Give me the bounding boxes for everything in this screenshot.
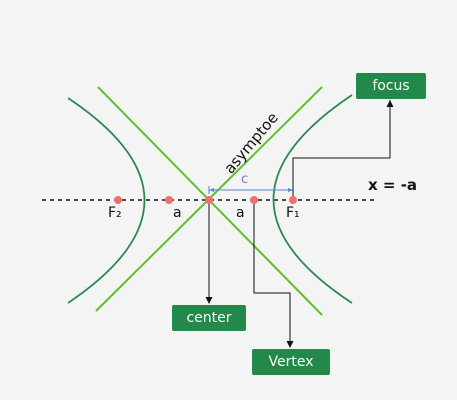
center-callout: center [172, 305, 246, 331]
focus-f2-label: F₂ [108, 205, 122, 221]
center-leader-arrow [205, 297, 213, 304]
focus-leader-line [292, 100, 391, 200]
focus-callout: focus [356, 73, 426, 99]
vertex-right-point [250, 196, 258, 204]
hyperbola-right-branch [272, 94, 353, 304]
c-arrow-right [288, 188, 293, 192]
center-point [205, 196, 213, 204]
vertex-callout: Vertex [252, 349, 330, 375]
c-arrow-left [209, 188, 214, 192]
c-distance-label: c [241, 172, 249, 187]
focus-f1-label: F₁ [286, 205, 300, 221]
hyperbola-left-branch [67, 97, 146, 304]
vertex-leader-arrow [286, 341, 294, 348]
focus-f2-point [114, 196, 122, 204]
vertex-left-point [165, 196, 173, 204]
a-right-label: a [236, 205, 245, 221]
vertex-leader-line [253, 200, 291, 342]
a-left-label: a [173, 205, 182, 221]
focus-f1-point [289, 196, 297, 204]
focus-leader-arrow [386, 100, 394, 107]
directrix-label: x = -a [368, 176, 418, 194]
